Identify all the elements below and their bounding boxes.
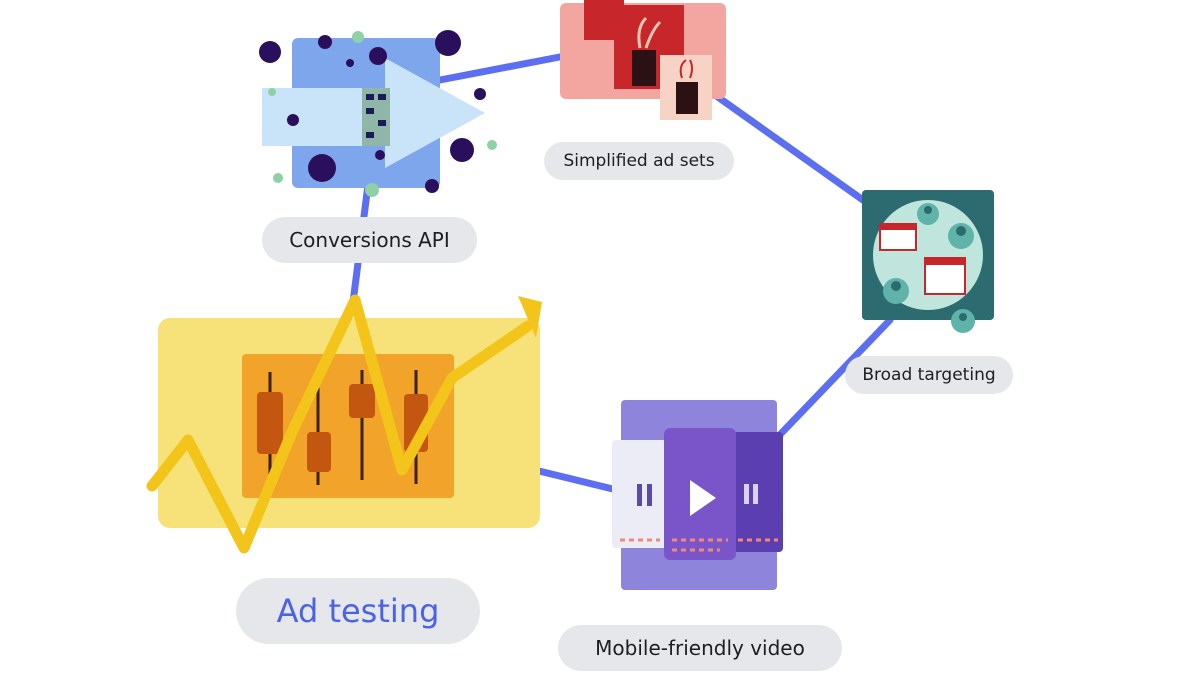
candlestick-chart-icon (257, 370, 428, 485)
ad-testing-illustration (146, 294, 542, 554)
mobile-friendly-video-illustration (612, 400, 783, 590)
connector-video-adtesting (531, 466, 629, 496)
conversions-api-illustration (259, 30, 497, 197)
people-icon (883, 203, 975, 333)
label-broad-targeting: Broad targeting (845, 356, 1013, 394)
connector-conversions-simplified (436, 51, 574, 84)
label-simplified-ad-sets: Simplified ad sets (544, 142, 734, 180)
label-mobile-friendly-video: Mobile-friendly video (558, 625, 842, 671)
simplified-ad-sets-illustration (560, 0, 726, 120)
document-icon (584, 0, 712, 120)
broad-targeting-illustration (862, 190, 994, 333)
label-ad-testing: Ad testing (236, 578, 480, 644)
pause-icon (637, 484, 652, 506)
connector-simplified-broad (711, 91, 874, 209)
connector-broad-video (766, 316, 894, 449)
play-icon (690, 480, 716, 516)
trend-arrow-icon (146, 294, 542, 554)
label-conversions-api: Conversions API (262, 217, 477, 263)
